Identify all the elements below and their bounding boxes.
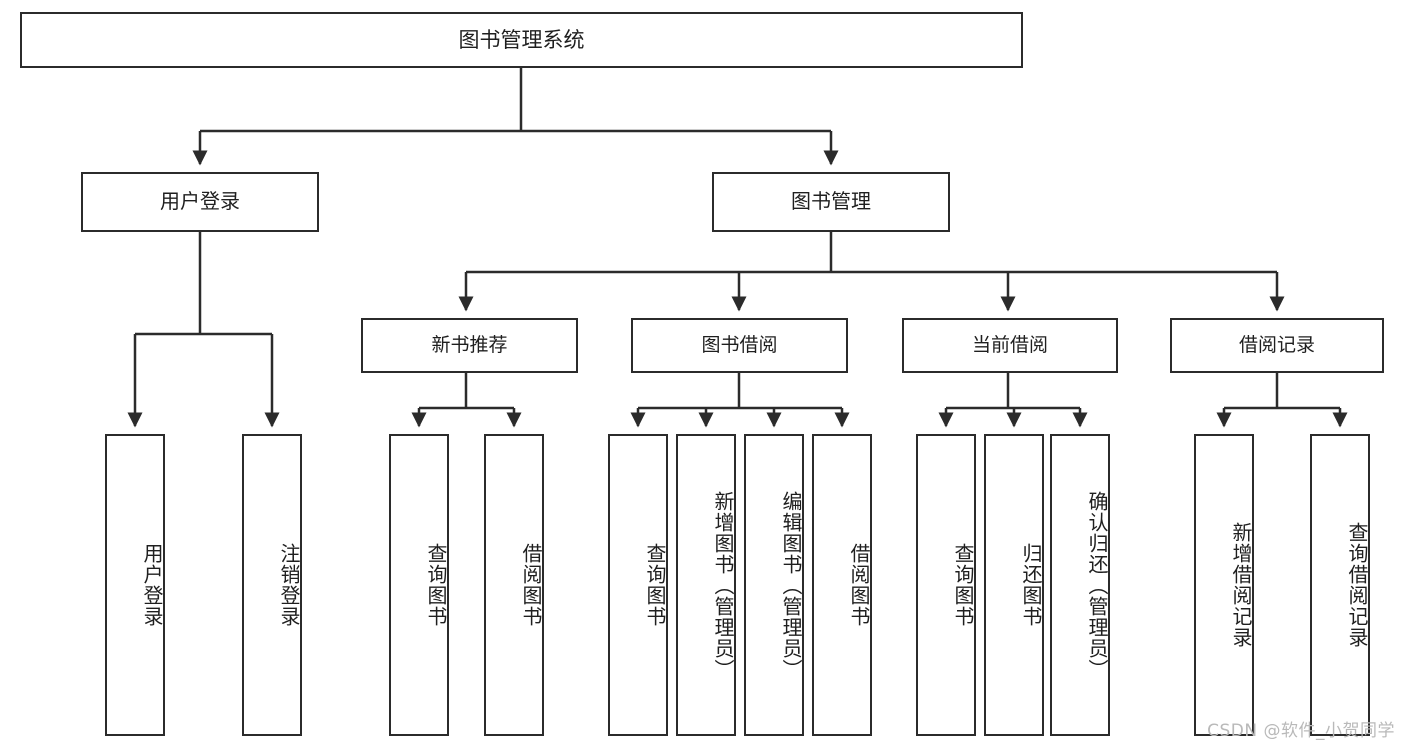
leaf-label: 借阅图书 [519, 543, 543, 627]
node-leaf-confirm-return[interactable]: 确认归还（管理员） [1050, 434, 1110, 736]
leaf-label: 归还图书 [1019, 543, 1043, 627]
leaf-label: 编辑图书（管理员） [779, 490, 803, 680]
node-user-login[interactable]: 用户登录 [81, 172, 319, 232]
leaf-label: 查询图书 [424, 543, 448, 627]
leaf-label: 查询图书 [643, 543, 667, 627]
node-book-borrow[interactable]: 图书借阅 [631, 318, 848, 373]
leaf-label: 借阅图书 [847, 543, 871, 627]
leaf-label: 注销登录 [277, 543, 301, 627]
node-leaf-edit-book[interactable]: 编辑图书（管理员） [744, 434, 804, 736]
leaf-label: 新增借阅记录 [1229, 522, 1253, 648]
node-root[interactable]: 图书管理系统 [20, 12, 1023, 68]
watermark: CSDN @软件_小贺同学 [1207, 721, 1395, 741]
node-book-manage[interactable]: 图书管理 [712, 172, 950, 232]
node-new-book-recommend[interactable]: 新书推荐 [361, 318, 578, 373]
node-leaf-query-book-2[interactable]: 查询图书 [608, 434, 668, 736]
node-leaf-add-book[interactable]: 新增图书（管理员） [676, 434, 736, 736]
leaf-label: 查询图书 [951, 543, 975, 627]
node-leaf-query-book-3[interactable]: 查询图书 [916, 434, 976, 736]
node-leaf-add-borrow-record[interactable]: 新增借阅记录 [1194, 434, 1254, 736]
node-current-borrow[interactable]: 当前借阅 [902, 318, 1118, 373]
node-leaf-return-book[interactable]: 归还图书 [984, 434, 1044, 736]
node-leaf-borrow-book-1[interactable]: 借阅图书 [484, 434, 544, 736]
leaf-label: 新增图书（管理员） [711, 490, 735, 680]
node-leaf-query-book-1[interactable]: 查询图书 [389, 434, 449, 736]
node-leaf-borrow-book-2[interactable]: 借阅图书 [812, 434, 872, 736]
node-leaf-query-borrow-record[interactable]: 查询借阅记录 [1310, 434, 1370, 736]
node-leaf-user-login[interactable]: 用户登录 [105, 434, 165, 736]
leaf-label: 用户登录 [140, 543, 164, 627]
node-borrow-record[interactable]: 借阅记录 [1170, 318, 1384, 373]
node-leaf-logout[interactable]: 注销登录 [242, 434, 302, 736]
leaf-label: 查询借阅记录 [1345, 522, 1369, 648]
leaf-label: 确认归还（管理员） [1085, 490, 1109, 680]
